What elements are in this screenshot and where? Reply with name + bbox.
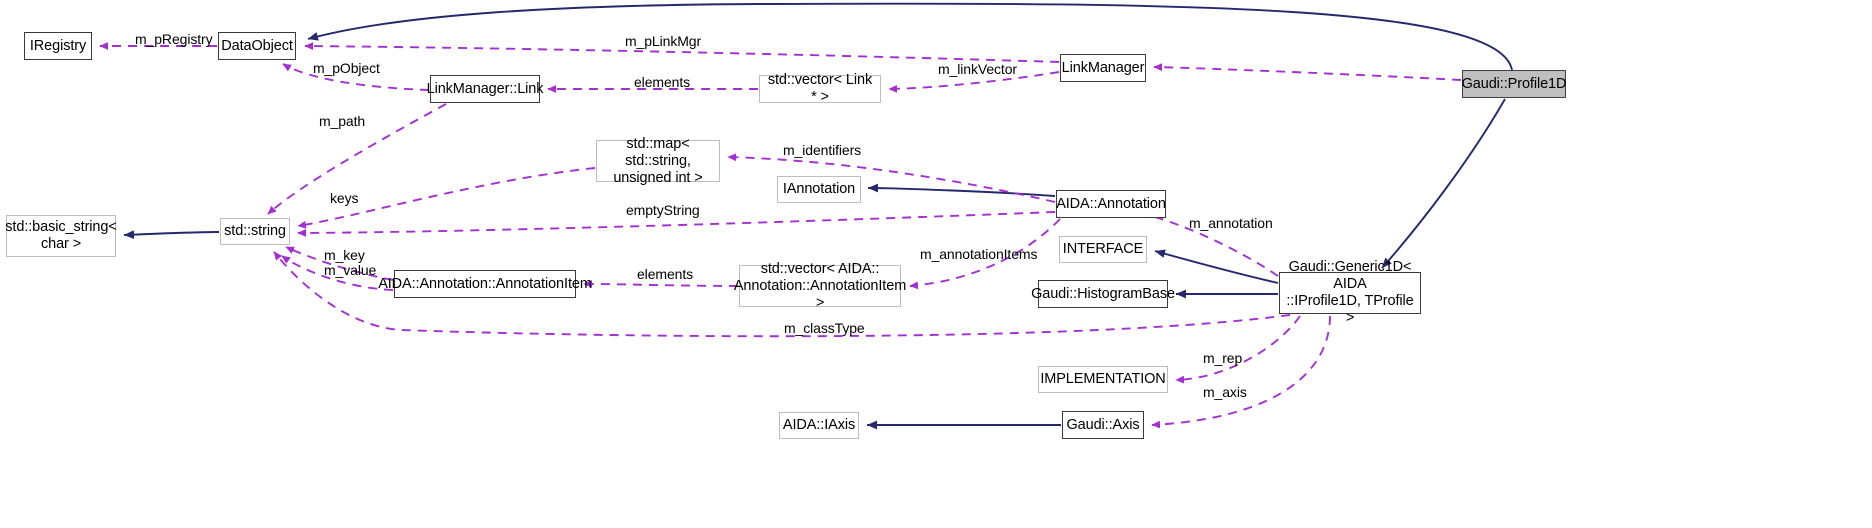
edge-profile1d-generic1d bbox=[1381, 98, 1506, 269]
node-std-map-string-uint[interactable]: std::map< std::string, unsigned int > bbox=[596, 136, 720, 186]
node-dataobject[interactable]: DataObject bbox=[218, 32, 296, 60]
edge-label-m-pobject: m_pObject bbox=[313, 60, 380, 76]
node-aida-iaxis[interactable]: AIDA::IAxis bbox=[779, 412, 859, 439]
node-linkmanager[interactable]: LinkManager bbox=[1060, 54, 1146, 82]
edge-label-emptystring: emptyString bbox=[626, 202, 700, 218]
node-aida-annotation-item[interactable]: AIDA::Annotation::AnnotationItem bbox=[378, 270, 592, 298]
node-std-basic-string-char[interactable]: std::basic_string< char > bbox=[5, 215, 117, 257]
edge-label-keys: keys bbox=[330, 190, 359, 206]
edge-profile1d-linkmanager bbox=[1153, 63, 1462, 81]
edge-label-m-annotationitems: m_annotationItems bbox=[920, 246, 1038, 262]
edge-generic1d-gaudiaxis bbox=[1151, 315, 1331, 429]
edge-label-m-value: m_value bbox=[324, 262, 377, 278]
node-iannotation[interactable]: IAnnotation bbox=[777, 176, 861, 203]
edge-label-m-pregistry: m_pRegistry bbox=[135, 31, 213, 47]
node-linkmanager-link[interactable]: LinkManager::Link bbox=[427, 75, 544, 103]
edge-label-m-linkvector: m_linkVector bbox=[938, 61, 1017, 77]
edge-generic1d-interface bbox=[1154, 249, 1279, 284]
edge-label-m-annotation: m_annotation bbox=[1189, 215, 1273, 231]
edge-label-m-key: m_key bbox=[324, 247, 365, 263]
edge-label-elements-annitem: elements bbox=[637, 266, 694, 282]
edge-vectorannitem-annotationitem bbox=[583, 280, 739, 288]
node-gaudi-profile1d[interactable]: Gaudi::Profile1D bbox=[1462, 70, 1567, 98]
edge-label-m-rep: m_rep bbox=[1203, 350, 1243, 366]
edge-label-m-classtype: m_classType bbox=[784, 320, 865, 336]
node-gaudi-generic1d[interactable]: Gaudi::Generic1D< AIDA ::IProfile1D, TPr… bbox=[1279, 259, 1421, 326]
node-gaudi-axis[interactable]: Gaudi::Axis bbox=[1062, 411, 1144, 439]
edge-label-m-identifiers: m_identifiers bbox=[783, 142, 862, 158]
node-aida-annotation[interactable]: AIDA::Annotation bbox=[1056, 190, 1166, 218]
edge-generic1d-implementation bbox=[1175, 315, 1301, 384]
edge-label-elements-link: elements bbox=[634, 74, 691, 90]
edge-label-m-axis: m_axis bbox=[1203, 384, 1247, 400]
edge-profile1d-dataobject bbox=[307, 2, 1513, 71]
edge-label-m-plinkmgr: m_pLinkMgr bbox=[625, 33, 702, 49]
edge-annotation-iannotation bbox=[867, 183, 1056, 197]
node-implementation[interactable]: IMPLEMENTATION bbox=[1038, 366, 1168, 393]
node-interface[interactable]: INTERFACE bbox=[1059, 236, 1147, 263]
edge-label-m-path: m_path bbox=[319, 113, 366, 129]
node-std-vector-annotationitem[interactable]: std::vector< AIDA:: Annotation::Annotati… bbox=[733, 260, 907, 311]
node-iregistry[interactable]: IRegistry bbox=[24, 32, 92, 60]
node-gaudi-histogrambase[interactable]: Gaudi::HistogramBase bbox=[1031, 280, 1175, 308]
node-std-string[interactable]: std::string bbox=[220, 218, 290, 245]
edge-stdstring-basicstring bbox=[123, 230, 220, 240]
node-std-vector-link-ptr[interactable]: std::vector< Link * > bbox=[759, 72, 881, 105]
